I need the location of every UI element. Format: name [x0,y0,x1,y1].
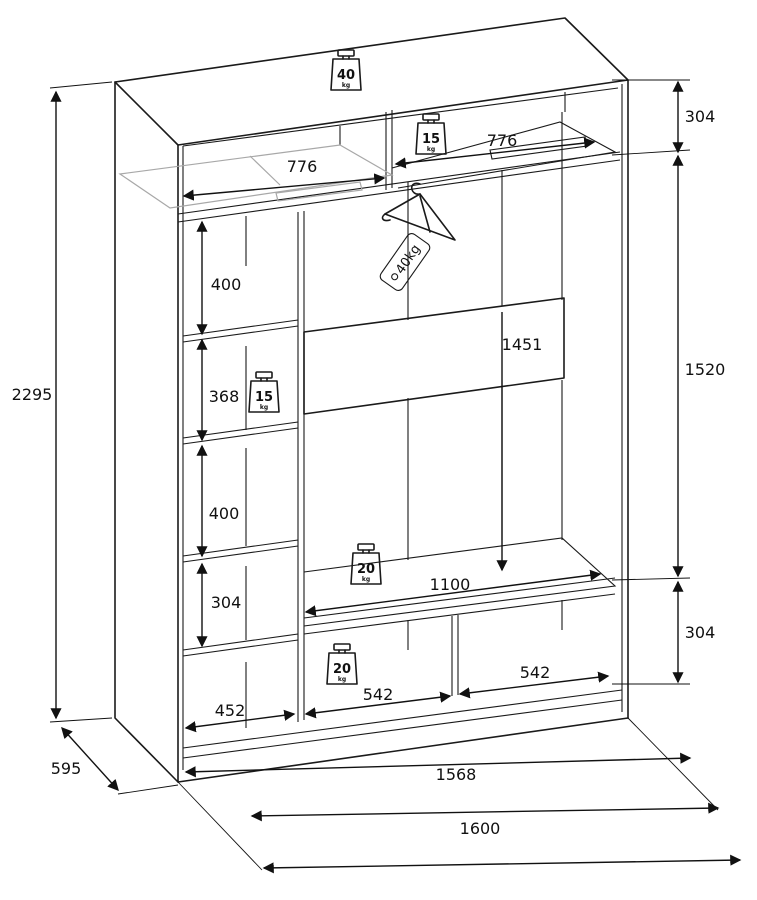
hanger-tag: 40kg [379,233,431,291]
dim-shelf-4: 304 [211,593,242,612]
dim-top-shelf-left: 776 [287,157,318,176]
weight-icon: 20 kg [350,543,382,585]
dim-shelf-1: 400 [211,275,242,294]
dim-hanging-width: 1100 [430,575,471,594]
wardrobe-body [114,17,629,783]
weight-left-shelf-value: 15 [255,390,273,405]
weight-icon: 15 kg [415,113,447,155]
dimension-lines [49,79,742,874]
weight-top-shelf-unit: kg [427,146,435,153]
dim-top-shelf-right: 776 [487,131,518,150]
hanger-tag-label: 40kg [393,242,424,277]
dim-bottom-right: 542 [520,663,551,682]
dim-middle-section: 1520 [685,360,726,379]
weight-icon: 20 kg [326,643,358,685]
dim-hanging-height: 1451 [502,335,543,354]
weight-top-unit: kg [342,82,350,89]
weight-left-shelf-unit: kg [260,404,268,411]
dim-height-total: 2295 [12,385,53,404]
dim-shelf-3: 400 [209,504,240,523]
dim-bottom-left: 452 [215,701,246,720]
weight-hanging-base-unit: kg [362,576,370,583]
dimension-labels: 2295 595 1568 1600 304 1520 304 776 776 … [12,107,726,838]
dim-top-section: 304 [685,107,716,126]
weight-bottom-value: 20 [333,662,351,677]
weight-top-shelf-value: 15 [422,132,440,147]
weight-icon: 15 kg [248,371,280,413]
dim-bottom-mid: 542 [363,685,394,704]
weight-top-value: 40 [337,68,355,83]
hanger-icon [381,182,456,241]
dim-width-total: 1600 [460,819,501,838]
weight-icon: 40 kg [330,49,362,91]
dim-bottom-section: 304 [685,623,716,642]
weight-hanging-base-value: 20 [357,562,375,577]
dim-width-inner: 1568 [436,765,477,784]
weight-bottom-unit: kg [338,676,346,683]
dim-shelf-2: 368 [209,387,240,406]
dim-depth: 595 [51,759,82,778]
